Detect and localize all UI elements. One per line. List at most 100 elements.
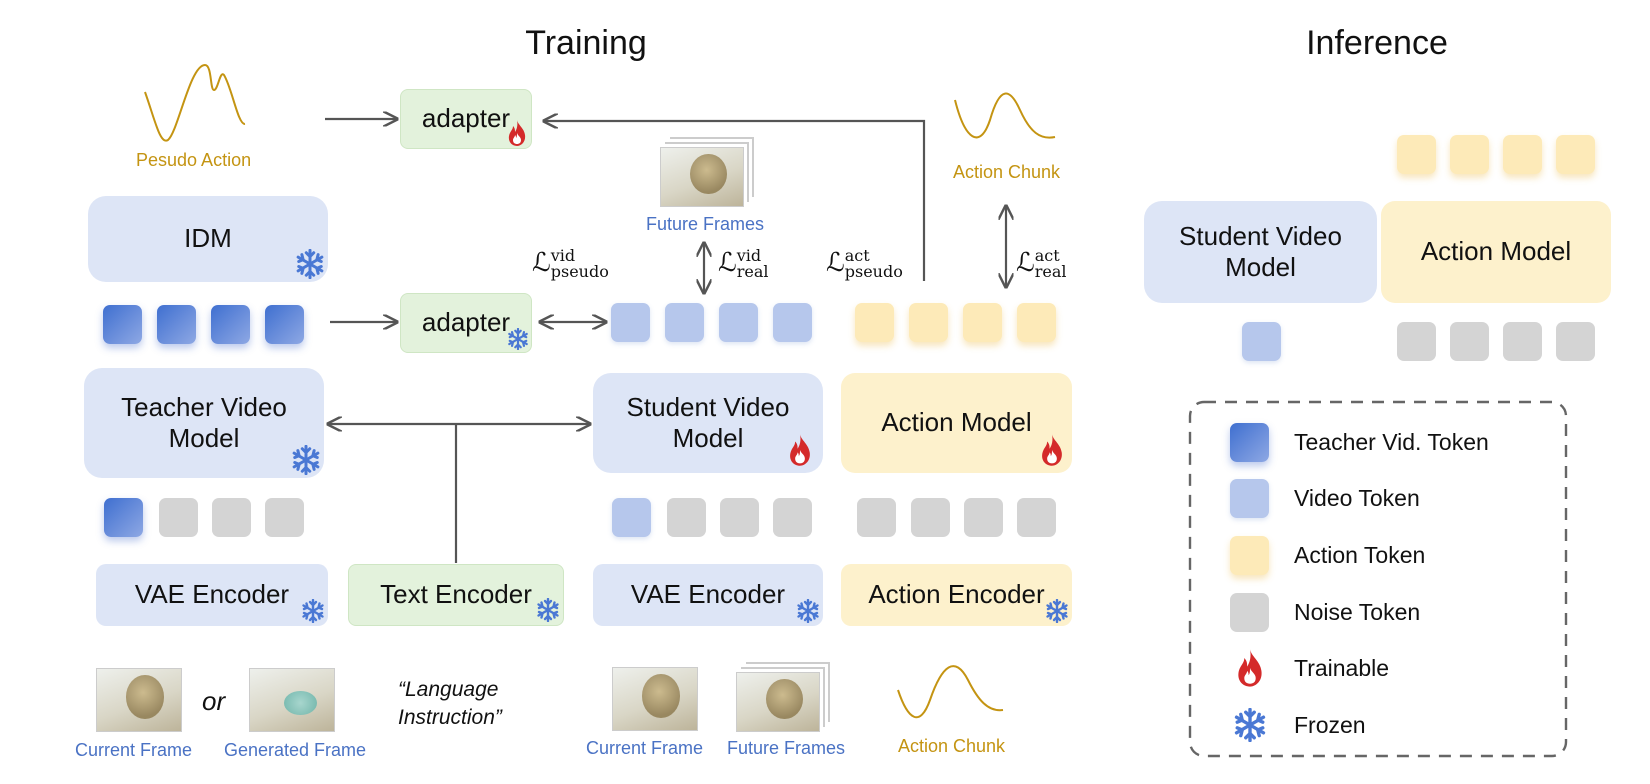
future-frames-label-2: Future Frames [727, 738, 846, 758]
noise-token [720, 498, 759, 537]
flame-icon [785, 433, 815, 467]
action-encoder-label: Action Encoder [868, 579, 1045, 610]
action-model: Action Model [841, 373, 1072, 473]
noise-token [265, 498, 304, 537]
teacher-video-model: Teacher Video Model [84, 368, 324, 478]
noise-token [159, 498, 198, 537]
legend-teacher-token: Teacher Vid. Token [1230, 422, 1489, 462]
adapter-mid: adapter [400, 293, 532, 353]
noise-token [857, 498, 896, 537]
vae-encoder-left: VAE Encoder [96, 564, 328, 626]
inference-title: Inference [1306, 24, 1448, 62]
generated-frame-image [249, 668, 335, 732]
teacher-token [265, 305, 304, 344]
snowflake-icon [796, 599, 820, 623]
action-token [963, 303, 1002, 342]
action-token [1556, 135, 1595, 174]
action-token-icon [1230, 535, 1269, 575]
action-token [909, 303, 948, 342]
noise-token [1450, 322, 1489, 361]
legend-noise-token: Noise Token [1230, 592, 1420, 632]
teacher-token [157, 305, 196, 344]
current-frame-label-2: Current Frame [586, 738, 704, 758]
noise-token [911, 498, 950, 537]
teacher-token-icon [1230, 422, 1269, 462]
snowflake-icon [301, 599, 325, 623]
or-text: or [202, 686, 226, 716]
student-video-model-label: Student Video Model [626, 391, 790, 453]
teacher-token [103, 305, 142, 344]
inference-action-model-label: Action Model [1420, 236, 1572, 267]
vae-encoder-right: VAE Encoder [593, 564, 823, 626]
vae-encoder-left-label: VAE Encoder [134, 579, 290, 610]
snowflake-icon [1045, 599, 1069, 623]
flame-icon [1037, 433, 1067, 467]
legend: Teacher Vid. Token Video Token Action To… [1230, 418, 1550, 748]
inference-student-video-model-label: Student Video Model [1179, 220, 1342, 282]
action-token [855, 303, 894, 342]
action-model-label: Action Model [881, 407, 1032, 438]
future-frames-image-2 [736, 672, 820, 732]
training-title: Training [525, 24, 647, 62]
video-token [611, 303, 650, 342]
snowflake-icon [1233, 708, 1267, 742]
flame-icon [505, 119, 529, 147]
current-frame-image-2 [612, 667, 698, 731]
video-token [665, 303, 704, 342]
action-token [1450, 135, 1489, 174]
action-chunk-wave-bottom [897, 665, 1004, 719]
inference-student-video-model: Student Video Model [1144, 201, 1377, 303]
legend-frame [1188, 400, 1568, 758]
pseudo-action-wave [144, 63, 246, 142]
action-token [1397, 135, 1436, 174]
future-frames-image [660, 147, 744, 207]
pseudo-action-label: Pesudo Action [136, 150, 252, 170]
legend-trainable: Trainable [1230, 648, 1389, 688]
legend-frozen: Frozen [1230, 705, 1366, 745]
noise-token [212, 498, 251, 537]
video-token [612, 498, 651, 537]
adapter-mid-label: adapter [421, 307, 511, 338]
noise-token [773, 498, 812, 537]
snowflake-icon [291, 445, 321, 475]
flame-icon [1232, 648, 1268, 688]
action-chunk-wave-top [954, 92, 1056, 139]
vae-encoder-right-label: VAE Encoder [630, 579, 786, 610]
legend-action-token: Action Token [1230, 535, 1425, 575]
text-encoder: Text Encoder [348, 564, 564, 626]
future-frames-top-label: Future Frames [646, 214, 765, 234]
noise-token [1397, 322, 1436, 361]
language-instruction: “Language Instruction” [398, 678, 502, 729]
text-encoder-label: Text Encoder [380, 579, 532, 610]
action-token [1017, 303, 1056, 342]
action-chunk-top-label: Action Chunk [953, 162, 1061, 182]
arrow-loop-adapter-top [544, 121, 926, 281]
snowflake-icon [536, 598, 560, 622]
current-frame-image [96, 668, 182, 732]
student-video-model: Student Video Model [593, 373, 823, 473]
idm-box: IDM [88, 196, 328, 282]
idm-label: IDM [184, 223, 232, 254]
legend-video-token: Video Token [1230, 478, 1420, 518]
teacher-token [104, 498, 143, 537]
noise-token [667, 498, 706, 537]
snowflake-icon [295, 249, 325, 279]
video-token-icon [1230, 478, 1269, 518]
adapter-top-label: adapter [421, 103, 511, 134]
noise-token-icon [1230, 592, 1269, 632]
action-token [1503, 135, 1542, 174]
video-token [1242, 322, 1281, 361]
inference-action-model: Action Model [1381, 201, 1611, 303]
current-frame-label: Current Frame [75, 740, 193, 760]
snowflake-icon [507, 328, 529, 350]
noise-token [1503, 322, 1542, 361]
generated-frame-label: Generated Frame [224, 740, 367, 760]
video-token [773, 303, 812, 342]
teacher-token [211, 305, 250, 344]
noise-token [964, 498, 1003, 537]
